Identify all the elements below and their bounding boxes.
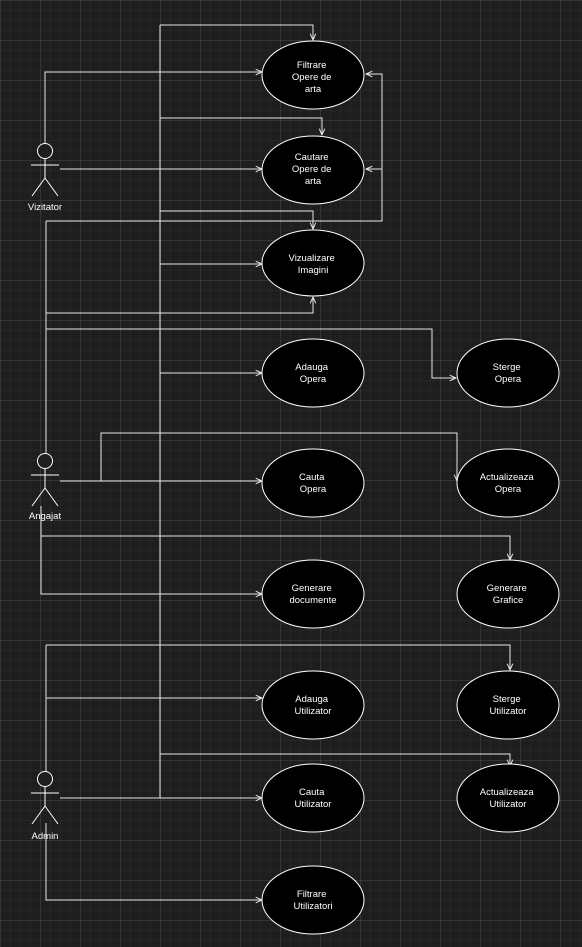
edge-trunk-cautare-top <box>160 117 322 135</box>
use-case-filtrare-opere[interactable] <box>261 40 365 110</box>
label-actualizeaza-utilizator: Actualizeaza Utilizator <box>480 787 537 810</box>
use-case-cauta-opera[interactable] <box>261 448 365 518</box>
edge-angajat-generare-documente <box>40 536 262 594</box>
use-case-filtrare-utilizatori[interactable] <box>261 865 365 935</box>
edge-angajat-actualizeaza-opera <box>100 432 457 481</box>
edge-angajat-generare-grafice <box>40 506 510 560</box>
use-case-actualizeaza-opera[interactable] <box>456 448 560 518</box>
use-case-actualizeaza-utilizator[interactable] <box>456 763 560 833</box>
connector-lines <box>40 24 510 900</box>
label-generare-grafice: Generare Grafice <box>487 583 530 606</box>
label-cauta-utilizator: Cauta Utilizator <box>295 787 332 810</box>
use-case-adauga-utilizator[interactable] <box>261 670 365 740</box>
label-sterge-opera: Sterge Opera <box>493 362 524 385</box>
actor-admin[interactable]: Admin <box>31 771 59 843</box>
label-cauta-opera: Cauta Opera <box>299 472 327 495</box>
use-case-sterge-utilizator[interactable] <box>456 670 560 740</box>
label-adauga-opera: Adauga Opera <box>295 362 330 385</box>
use-case-sterge-opera[interactable] <box>456 338 560 408</box>
edge-angajat-vizualizare-bottom <box>46 297 313 314</box>
label-vizualizare-imagini: Vizualizare Imagini <box>289 253 338 276</box>
actor-vizitator[interactable]: Vizitator <box>28 143 62 214</box>
label-sterge-utilizator: Sterge Utilizator <box>490 694 527 717</box>
edge-trunk-vizualizare-top <box>160 210 313 229</box>
stick-figure-icon <box>31 143 59 197</box>
edge-trunk-filtrare-top <box>160 24 313 40</box>
edge-loop-cautare-right <box>46 169 383 222</box>
use-case-generare-documente[interactable] <box>261 559 365 629</box>
edge-vizitator-filtrare <box>44 72 262 143</box>
use-case-generare-grafice[interactable] <box>456 559 560 629</box>
use-case-cauta-utilizator[interactable] <box>261 763 365 833</box>
edge-trunk-actualizeaza-utilizator <box>160 753 510 766</box>
use-case-labels: Filtrare Opere de arta Cautare Opere de … <box>289 60 537 912</box>
use-case-adauga-opera[interactable] <box>261 338 365 408</box>
label-actualizeaza-opera: Actualizeaza Opera <box>480 472 537 495</box>
use-case-cautare-opere[interactable] <box>261 135 365 205</box>
actor-label-admin: Admin <box>32 831 59 842</box>
actor-angajat[interactable]: Angajat <box>29 453 62 523</box>
use-case-vizualizare-imagini[interactable] <box>261 229 365 297</box>
edge-angajat-sterge-opera <box>46 328 456 378</box>
label-generare-documente: Generare documente <box>289 583 336 606</box>
label-filtrare-utilizatori: Filtrare Utilizatori <box>293 889 332 912</box>
actor-label-angajat: Angajat <box>29 511 62 522</box>
label-filtrare-opere: Filtrare Opere de arta <box>292 60 334 95</box>
label-adauga-utilizator: Adauga Utilizator <box>295 694 332 717</box>
label-cautare-opere: Cautare Opere de arta <box>292 152 334 187</box>
stick-figure-icon <box>31 453 59 507</box>
edge-admin-sterge-utilizator <box>46 644 510 670</box>
edge-loop-filtrare-right <box>366 74 383 169</box>
actor-label-vizitator: Vizitator <box>28 202 62 213</box>
edge-admin-filtrare-utilizatori <box>45 823 262 900</box>
use-cases <box>261 40 560 935</box>
stick-figure-icon <box>31 771 59 825</box>
